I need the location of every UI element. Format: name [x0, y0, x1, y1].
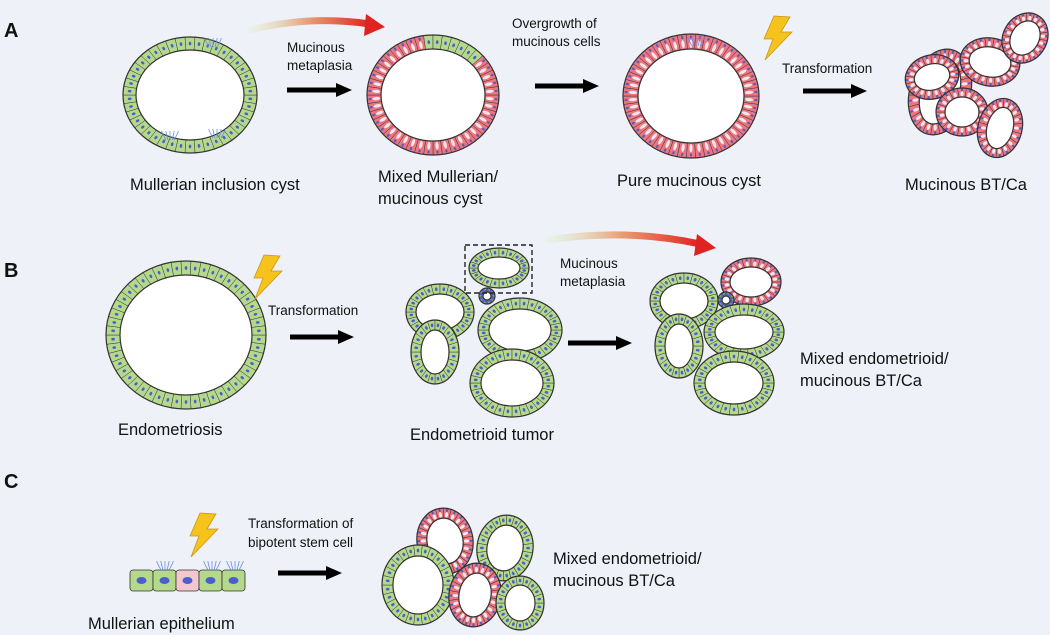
arrow-b2: [568, 336, 632, 350]
cyst-wall: [105, 260, 267, 410]
mixed-cyst-label-line1: Mixed Mullerian/: [378, 168, 499, 186]
mucinous-metaplasia-b-line2: metaplasia: [560, 274, 626, 289]
pure-mucinous-cyst: [622, 33, 760, 159]
mucinous-metaplasia-arrowhead-b: [694, 234, 716, 256]
mullerian-inclusion-cyst: [122, 36, 258, 154]
endometrioid-tumor-cluster: [405, 247, 563, 418]
cyst-wall: [122, 36, 258, 154]
cyst-wall: [622, 33, 760, 159]
tumor-gland: [976, 97, 1024, 159]
tumor-gland: [904, 54, 960, 100]
panel-c-letter: C: [4, 471, 18, 493]
endometrioid-tumor-label: Endometrioid tumor: [410, 426, 554, 444]
tumor-gland: [478, 287, 496, 305]
tumor-gland: [410, 319, 460, 385]
mucinous-tumor-cluster: [904, 12, 1049, 159]
mucinous-metaplasia-b-line1: Mucinous: [560, 256, 618, 271]
mucinous-metaplasia-label-line2: metaplasia: [287, 58, 353, 73]
pure-mucinous-cyst-label: Pure mucinous cyst: [617, 172, 761, 190]
mucinous-bt-ca-label: Mucinous BT/Ca: [905, 176, 1028, 194]
tumor-gland: [495, 575, 545, 631]
mixed-mullerian-mucinous-cyst: [366, 34, 500, 156]
lightning-icon: [763, 15, 793, 61]
mucinous-metaplasia-curved-arrow: [246, 17, 374, 34]
mullerian-epithelium-label: Mullerian epithelium: [88, 615, 235, 633]
tumor-gland: [720, 257, 782, 307]
tumor-gland: [468, 247, 530, 289]
panel-a-letter: A: [4, 20, 18, 42]
transformation-label-a: Transformation: [782, 61, 872, 76]
stem-cell-transformation-line1: Transformation of: [248, 516, 354, 531]
mixed-tumor-cluster-c: [381, 507, 545, 631]
tumor-gland: [693, 350, 775, 416]
panel-b-letter: B: [4, 260, 18, 282]
arrow-a2: [535, 79, 599, 93]
tumor-gland: [654, 313, 704, 379]
endometriosis-label: Endometriosis: [118, 421, 223, 439]
mixed-c-label-line2: mucinous BT/Ca: [553, 572, 676, 590]
mixed-c-label-line1: Mixed endometrioid/: [553, 550, 702, 568]
tumor-gland: [649, 272, 719, 330]
tumor-gland: [381, 544, 455, 626]
mixed-cyst-label-line2: mucinous cyst: [378, 190, 483, 208]
overgrowth-label-line1: Overgrowth of: [512, 16, 597, 31]
mucinous-metaplasia-curved-arrow-b: [544, 231, 704, 248]
tumor-gland: [448, 562, 502, 628]
tumor-gland: [935, 87, 989, 137]
mixed-b-label-line1: Mixed endometrioid/: [800, 350, 949, 368]
highlight-dashed-box: [464, 244, 533, 294]
arrow-c1: [278, 566, 342, 580]
mixed-endometrioid-mucinous-cluster: [649, 257, 785, 416]
arrow-b1: [290, 330, 354, 344]
transformation-label-b: Transformation: [268, 303, 358, 318]
mucinous-metaplasia-label-line1: Mucinous: [287, 40, 345, 55]
arrow-a3: [803, 84, 867, 98]
mullerian-epithelium-strip: [129, 560, 246, 592]
stem-cell-transformation-line2: bipotent stem cell: [248, 535, 353, 550]
lightning-icon: [189, 512, 219, 558]
tumor-gland: [476, 514, 534, 582]
mixed-b-label-line2: mucinous BT/Ca: [800, 372, 923, 390]
lightning-icon: [253, 254, 283, 300]
overgrowth-label-line2: mucinous cells: [512, 34, 601, 49]
cyst-wall: [366, 34, 500, 156]
mullerian-inclusion-cyst-label: Mullerian inclusion cyst: [130, 176, 300, 194]
tumor-gland: [1001, 12, 1049, 64]
arrow-a1: [287, 83, 352, 97]
endometriosis-cyst: [105, 260, 267, 410]
tumor-gland: [469, 348, 555, 418]
mucinous-metaplasia-arrowhead: [364, 14, 385, 36]
